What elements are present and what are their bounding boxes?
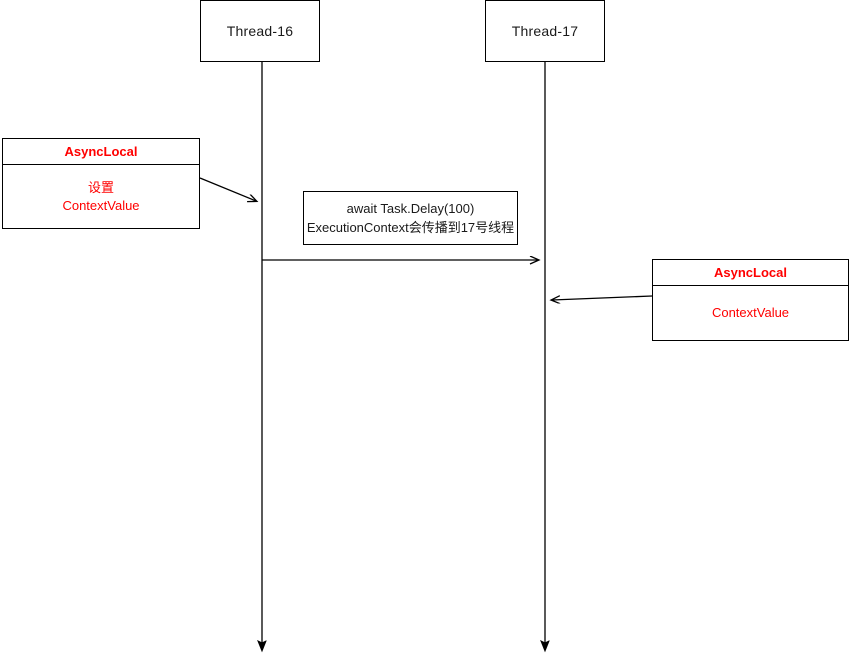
note-asynclocal-right[interactable]: AsyncLocal ContextValue: [652, 259, 849, 341]
note-asynclocal-left-body: 设置 ContextValue: [3, 165, 199, 228]
note-asynclocal-left-line-2: ContextValue: [62, 197, 140, 213]
participant-thread16[interactable]: Thread-16: [200, 0, 320, 62]
note-asynclocal-left[interactable]: AsyncLocal 设置 ContextValue: [2, 138, 200, 229]
context-restore-arrow: [552, 296, 653, 300]
note-await-task-delay-line-1: await Task.Delay(100): [346, 201, 475, 216]
participant-thread17[interactable]: Thread-17: [485, 0, 605, 62]
note-asynclocal-right-title: AsyncLocal: [653, 260, 848, 286]
note-await-task-delay[interactable]: await Task.Delay(100) ExecutionContext会传…: [303, 191, 518, 245]
note-asynclocal-right-body: ContextValue: [653, 286, 848, 340]
note-asynclocal-left-title: AsyncLocal: [3, 139, 199, 165]
note-asynclocal-left-line-1: 设置: [87, 179, 114, 195]
note-await-task-delay-line-2: ExecutionContext会传播到17号线程: [306, 220, 515, 235]
set-context-arrow: [199, 177, 256, 201]
participant-thread16-label: Thread-16: [226, 23, 294, 39]
note-asynclocal-right-line-1: ContextValue: [711, 305, 790, 320]
participant-thread17-label: Thread-17: [511, 23, 579, 39]
